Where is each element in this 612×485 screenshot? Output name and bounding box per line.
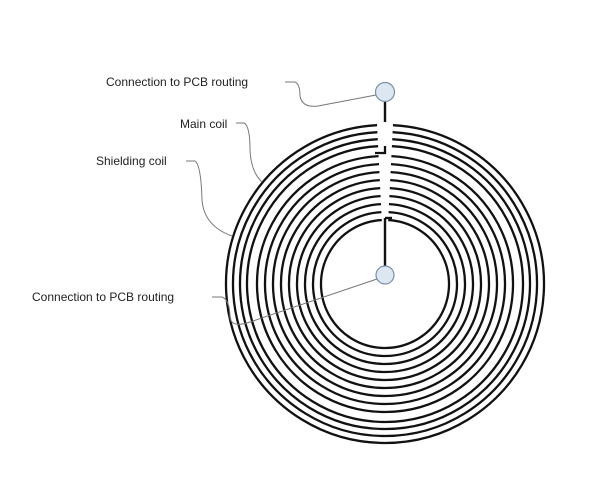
spiral-coil [224, 124, 546, 445]
leader-main-coil [236, 122, 263, 183]
coil-turn [238, 138, 532, 431]
coil-turn [271, 170, 499, 398]
coil-turn [245, 145, 525, 424]
coil-turn [303, 202, 467, 366]
coil-turn [263, 163, 507, 406]
coil-turn [231, 131, 539, 438]
label-main-coil: Main coil [180, 117, 228, 131]
leader-connection-bottom [212, 278, 378, 325]
leader-lines [186, 81, 378, 325]
label-shielding-coil: Shielding coil [96, 154, 167, 168]
coil-turn [255, 155, 515, 414]
connection-pad-center [375, 265, 395, 285]
coil-turn [319, 218, 451, 350]
coil-hook [375, 146, 387, 155]
coil-turn [279, 178, 491, 390]
leader-shielding-coil [186, 160, 233, 237]
leader-connection-top [285, 81, 377, 107]
coil-turn [295, 194, 475, 374]
label-connection-bottom: Connection to PCB routing [32, 290, 175, 304]
coil-turn [287, 186, 483, 382]
coil-turn [311, 210, 459, 358]
label-connection-top: Connection to PCB routing [106, 75, 249, 89]
coil-turn [224, 124, 546, 445]
connection-pad-top [374, 81, 396, 103]
